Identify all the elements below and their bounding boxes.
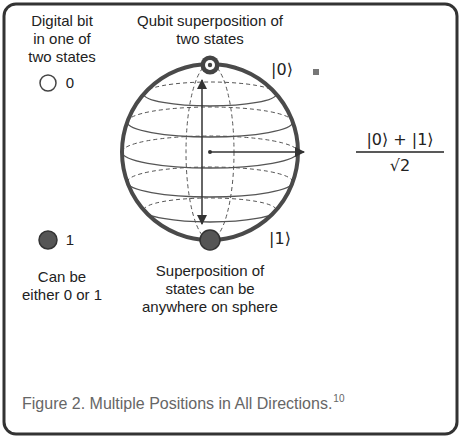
ket-zero: |0⟩ (254, 60, 310, 79)
frame-border (4, 4, 457, 434)
bit-zero-dot (40, 75, 56, 91)
fraction-numerator: |0⟩ + |1⟩ (340, 130, 460, 149)
footnote-number: 10 (333, 393, 344, 404)
fraction-bar (356, 151, 444, 152)
sphere-center (208, 150, 212, 154)
superposition-vector (210, 151, 304, 153)
latitude-front (122, 94, 298, 222)
small-square-mark (313, 69, 319, 75)
qubit-heading: Qubit superposition of two states (135, 12, 285, 48)
bit-value: 1 (60, 231, 80, 249)
bit-value: 0 (60, 74, 80, 92)
bit-heading: Digital bit in one of two states (24, 12, 100, 66)
bit-one-dot (39, 231, 57, 249)
zero-state-dot (201, 56, 220, 75)
fraction-denominator: √2 (375, 156, 425, 175)
bit-note: Can be either 0 or 1 (19, 268, 105, 304)
one-state-dot (200, 230, 220, 250)
figure-caption: Figure 2. Multiple Positions in All Dire… (22, 395, 332, 412)
state-flip-arrow (201, 80, 203, 224)
figure-caption-line: Figure 2. Multiple Positions in All Dire… (22, 394, 344, 414)
ket-one: |1⟩ (252, 229, 308, 248)
qubit-note: Superposition of states can be anywhere … (136, 262, 284, 316)
